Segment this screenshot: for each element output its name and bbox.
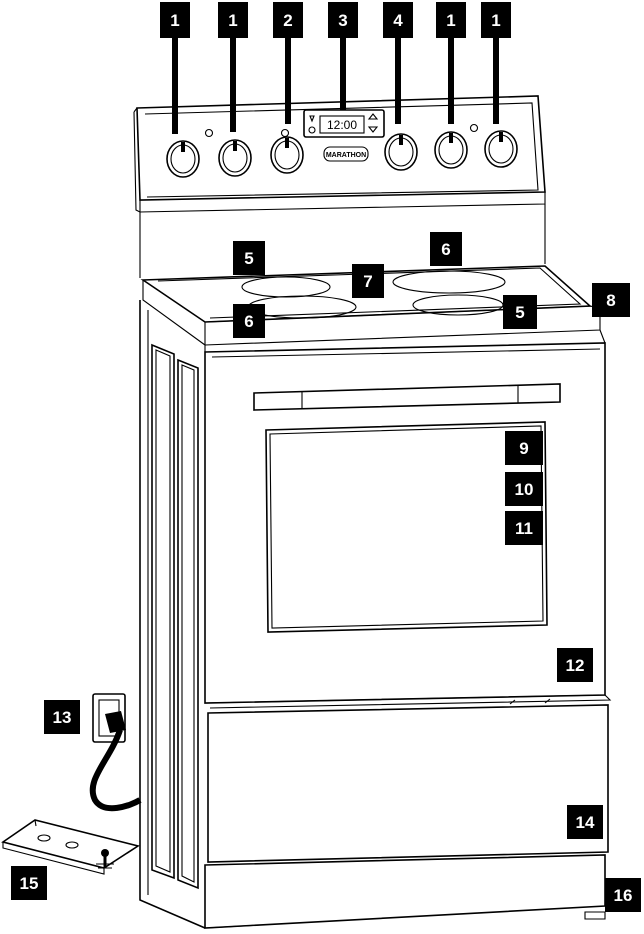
indicator-light-center xyxy=(280,128,290,138)
callout-label: 1 xyxy=(491,11,500,30)
callout-element-front-right: 5 xyxy=(503,295,537,329)
knob-right-1 xyxy=(434,131,468,169)
callouts: 1 1 2 3 4 1 1 xyxy=(11,2,641,912)
oven-door-handle xyxy=(253,383,561,411)
brand-badge-text: MARATHON xyxy=(326,152,366,159)
callout-leveling-leg: 16 xyxy=(605,878,641,912)
callout-cooktop-edge: 8 xyxy=(592,283,630,317)
callout-label: 15 xyxy=(20,874,39,893)
base-toekick xyxy=(204,854,606,929)
callout-label: 1 xyxy=(170,11,179,30)
clock-display: 12:00 xyxy=(303,109,385,138)
knob-left-1 xyxy=(166,140,200,178)
callout-label: 5 xyxy=(244,249,253,268)
brand-badge: MARATHON xyxy=(323,146,369,162)
element-back-right xyxy=(392,270,506,294)
callout-element-back-left: 5 xyxy=(233,241,265,275)
callout-label: 13 xyxy=(53,708,72,727)
indicator-light-left xyxy=(204,128,214,138)
callout-knob-left-1: 1 xyxy=(160,2,190,134)
display-time: 12:00 xyxy=(327,118,357,132)
storage-drawer xyxy=(204,694,612,863)
callout-knob-right-2: 1 xyxy=(481,2,511,124)
callout-label: 8 xyxy=(606,291,615,310)
knob-center xyxy=(270,136,304,174)
callout-element-back-right: 6 xyxy=(430,232,462,266)
callout-label: 10 xyxy=(515,480,534,499)
callout-knob-right-center: 4 xyxy=(383,2,413,124)
cabinet-side xyxy=(139,300,206,929)
callout-label: 6 xyxy=(244,312,253,331)
callout-knob-left-2: 1 xyxy=(218,2,248,132)
callout-label: 1 xyxy=(446,11,455,30)
callout-label: 3 xyxy=(338,11,347,30)
leveling-leg xyxy=(584,911,606,920)
callout-element-front-left: 6 xyxy=(233,304,265,338)
power-cord xyxy=(89,711,142,812)
callout-anti-tip-bracket: 15 xyxy=(11,866,47,900)
callout-power-cord: 13 xyxy=(44,700,80,734)
callout-display: 3 xyxy=(328,2,358,110)
callout-label: 7 xyxy=(363,272,372,291)
callout-label: 5 xyxy=(515,303,524,322)
callout-oven-door: 12 xyxy=(557,648,593,682)
callout-label: 4 xyxy=(393,11,403,30)
callout-window-c: 11 xyxy=(505,511,543,545)
knob-right-2 xyxy=(484,130,518,168)
oven-window xyxy=(265,421,548,633)
callout-label: 12 xyxy=(566,656,585,675)
anti-tip-bracket xyxy=(1,819,140,875)
indicator-light-right xyxy=(469,123,479,133)
callout-window-b: 10 xyxy=(505,472,543,506)
knob-right-center xyxy=(384,133,418,171)
callout-label: 2 xyxy=(283,11,292,30)
callout-label: 9 xyxy=(519,439,528,458)
callout-cooktop-center: 7 xyxy=(352,264,384,298)
knob-left-2 xyxy=(218,139,252,177)
callout-knob-center: 2 xyxy=(273,2,303,124)
callout-knob-right-1: 1 xyxy=(436,2,466,124)
callout-label: 14 xyxy=(576,813,595,832)
callout-window-a: 9 xyxy=(505,431,543,465)
callout-label: 11 xyxy=(515,519,533,538)
callout-label: 1 xyxy=(228,11,237,30)
callout-label: 6 xyxy=(441,240,450,259)
callout-label: 16 xyxy=(614,886,633,905)
callout-storage-drawer: 14 xyxy=(567,805,603,839)
